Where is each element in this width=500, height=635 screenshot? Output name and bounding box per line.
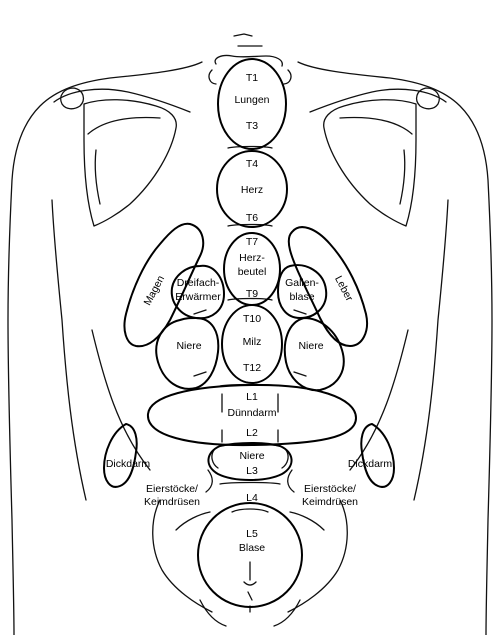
label-gallen-line1: Gallen- <box>285 277 319 289</box>
label-eierstoecke-left-line2: Keimdrüsen <box>144 496 200 508</box>
zone-gallenblase <box>276 264 328 320</box>
zone-lungen <box>217 58 287 150</box>
label-l2: L2 <box>246 427 258 439</box>
label-eierstoecke-right-line2: Keimdrüsen <box>302 496 358 508</box>
label-duenndarm: Dünndarm <box>227 407 276 419</box>
label-t7: T7 <box>246 236 258 248</box>
zone-dickdarm-right <box>360 422 396 488</box>
label-niere-center: Niere <box>239 450 264 462</box>
zone-niere-left <box>155 316 220 390</box>
zone-duenndarm <box>146 383 358 447</box>
body-outline <box>7 61 493 635</box>
label-leber: Leber <box>332 274 355 304</box>
zone-blase <box>197 502 303 608</box>
left-scapula <box>53 87 191 227</box>
label-dreifach-line2: Erwärmer <box>175 291 221 303</box>
label-l4: L4 <box>246 492 258 504</box>
label-eierstoecke-left-line1: Eierstöcke/ <box>146 483 198 495</box>
label-l1: L1 <box>246 391 258 403</box>
organ-zones <box>102 58 396 608</box>
zone-leber <box>287 226 368 348</box>
label-magen: Magen <box>142 273 168 307</box>
label-gallen-line2: blase <box>289 291 314 303</box>
zone-milz <box>221 304 283 384</box>
pelvis <box>152 499 348 627</box>
label-t3: T3 <box>246 120 258 132</box>
label-herzbeutel-line2: beutel <box>238 266 267 278</box>
label-niere-right: Niere <box>298 340 323 352</box>
label-t4: T4 <box>246 158 258 170</box>
zone-niere-right <box>283 316 345 392</box>
zone-niere-center <box>207 442 293 481</box>
label-dreifach-line1: Dreifach- <box>177 277 220 289</box>
labels: T1 Lungen T3 T4 Herz T6 T7 Herz- beutel … <box>106 72 393 554</box>
label-t6: T6 <box>246 212 258 224</box>
zone-dickdarm-left <box>102 422 138 488</box>
label-niere-left: Niere <box>176 340 201 352</box>
label-l3: L3 <box>246 465 258 477</box>
label-dickdarm-right: Dickdarm <box>348 458 393 470</box>
label-herz: Herz <box>241 184 263 196</box>
zone-magen <box>123 222 205 348</box>
label-t1: T1 <box>246 72 258 84</box>
label-t10: T10 <box>243 313 261 325</box>
label-l5: L5 <box>246 528 258 540</box>
label-milz: Milz <box>243 336 262 348</box>
label-lungen: Lungen <box>234 94 269 106</box>
right-scapula <box>309 87 447 227</box>
label-t9: T9 <box>246 288 258 300</box>
zone-herz <box>216 150 288 228</box>
label-dickdarm-left: Dickdarm <box>106 458 151 470</box>
spine <box>193 33 307 613</box>
label-blase: Blase <box>239 542 265 554</box>
label-t12: T12 <box>243 362 261 374</box>
label-herzbeutel-line1: Herz- <box>239 252 265 264</box>
label-eierstoecke-right-line1: Eierstöcke/ <box>304 483 356 495</box>
